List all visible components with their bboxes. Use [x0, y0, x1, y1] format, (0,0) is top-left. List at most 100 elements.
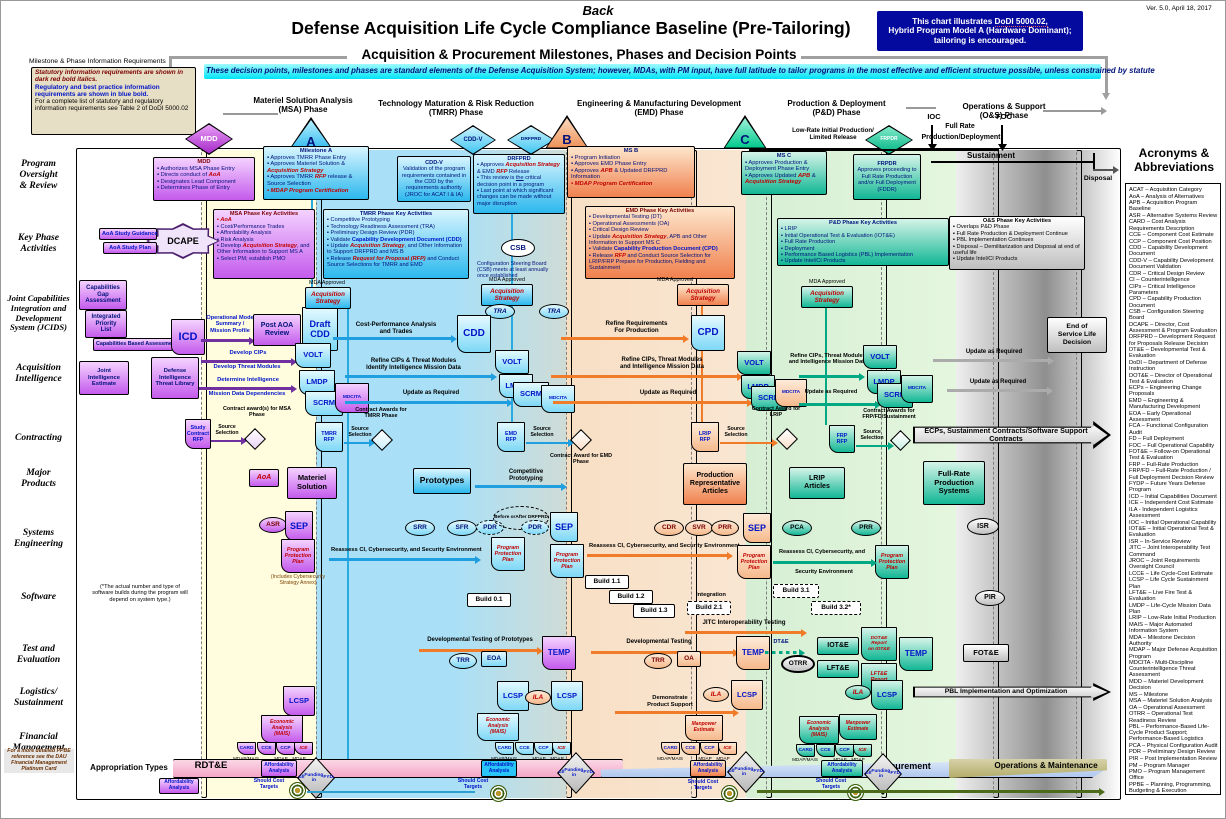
milestone-c-triangle-label: C [723, 115, 767, 149]
tailoring-banner: These decision points, milestones and ph… [204, 64, 1155, 79]
cce-doc: CCE [257, 742, 276, 755]
text-line: List [100, 327, 112, 334]
mdap-label: MDAP [696, 756, 714, 761]
text-line: RFP [323, 437, 335, 443]
back-link[interactable]: Back [573, 3, 623, 19]
text-line: AoA Study Guidance [102, 230, 158, 237]
text-line: Contract [186, 430, 210, 437]
text-line: (MAIS) [274, 730, 290, 737]
reassess-ci-label-text: Reassess CI, Cybersecurity, and [778, 549, 866, 555]
trr-ellipse-text: TRR [651, 657, 665, 665]
text-line: Mission Profile [210, 327, 250, 334]
text-segment: & EMD [477, 168, 497, 175]
mdap-mais-label-text: MDAP/MAIS [491, 756, 517, 761]
phase-title-os: Operations & Support(O&S) Phase [939, 102, 1069, 120]
dcape-burst-label: DCAPE [146, 223, 220, 259]
row-label-software: Software [3, 592, 74, 603]
text-segment: Acquisition Strategy [267, 167, 324, 174]
acronym-entry: FYDP – Future Years Defense Program [1129, 481, 1206, 494]
acronyms-title: Acronyms &Abbreviations [1127, 146, 1221, 174]
integration-label: Integration [689, 592, 733, 599]
source-selection-arrow [211, 440, 241, 443]
mdap-label-text: MDAP [532, 756, 546, 761]
tra-ellipse: TRA [539, 304, 569, 319]
text-segment: , and Other Information to Support DRFPR… [327, 242, 463, 256]
phase-arrow-line [906, 107, 936, 109]
ila-ellipse: ILA [703, 687, 729, 702]
reassess-ci-label-text: Reassess CI, Cybersecurity, and Security… [331, 547, 482, 553]
card-doc: CARD [495, 742, 514, 755]
text-line: ▪ Approves Production & Deployment Phase… [745, 159, 810, 173]
milestone-c-triangle-text: C [740, 132, 750, 148]
text-line: Source [863, 429, 881, 435]
text-line: MS C [776, 153, 792, 159]
asr-ellipse-text: ASR [266, 521, 280, 529]
text-line: Full [295, 775, 305, 781]
csb-note-text: Configuration Steering Board (CSB) meets… [477, 261, 549, 280]
text-line: Analysis [271, 725, 293, 732]
temp-doc: TEMP [899, 637, 933, 671]
text-line: Affordability [827, 761, 857, 768]
text-segment: & [810, 172, 816, 179]
acronym-entry: PM – Program Manager [1129, 762, 1190, 769]
isr-ellipse: ISR [967, 518, 999, 535]
ms-b-box: MS B▪ Program Initiation▪ Approves EMD P… [567, 146, 695, 198]
text-line: Analysis [168, 785, 190, 791]
text-line: Materiel [297, 473, 327, 483]
acronym-entry: OTRR – Operational Test Readiness Review [1129, 711, 1193, 724]
acronym-entry: JROC – Joint Requirements Oversight Coun… [1129, 558, 1200, 571]
text-line: Operations & Support [962, 102, 1046, 111]
text-line: Strategy [494, 295, 520, 302]
text-line: For a complete list of statutory and reg… [35, 98, 189, 113]
acronym-entry: AoA – Analysis of Alternatives [1129, 193, 1204, 200]
text-line: ▪ Full Rate Production & Deployment Cont… [953, 230, 1068, 237]
develop-threat-label-text: Develop Threat Modules [213, 364, 281, 370]
text-line: Funding in [304, 772, 324, 783]
software-note: (*The actual number and type of software… [89, 584, 191, 603]
acronym-entry: LRIP – Low-Rate Initial Production [1129, 615, 1216, 622]
text-line: Build 0.1 [475, 596, 503, 604]
text-segment: ▪ This review is [477, 175, 516, 182]
text-segment: , and Other Information to Support MS A [217, 242, 310, 256]
cdd-doc: CDD [457, 315, 491, 353]
acronym-entry: PBL – Performance-Based Life-Cycle Produ… [1129, 724, 1210, 743]
ccp-doc: CCP [835, 744, 854, 757]
reassess-ci-label2-text: Security Environment [795, 569, 853, 575]
text-line: FYDP [890, 771, 904, 777]
text-line: ▪ Update Intel/CI Products [953, 256, 1018, 263]
pir-ellipse: PIR [975, 590, 1005, 606]
text-line: Milestone A [299, 148, 333, 154]
mdcita-doc-text: MDCITA [907, 386, 927, 392]
cce-doc: CCE [816, 744, 835, 757]
text-line: Engineering & Manufacturing Development [576, 99, 741, 108]
sep-doc: SEP [285, 511, 313, 541]
reassess-ci-arrow [773, 561, 871, 564]
lcsp-doc: LCSP [871, 680, 903, 710]
text-line: Source [218, 424, 236, 430]
sep-doc: SEP [743, 513, 771, 543]
text-line: Intelligence [159, 374, 191, 381]
text-segment: Acquisition Strategy [242, 242, 298, 249]
text-line: tailoring is encouraged. [933, 35, 1027, 45]
should-cost-target [721, 785, 738, 802]
mdcita-doc-text: MDCITA [342, 395, 362, 401]
jitc-label-text: JITC Interoperability Testing [702, 619, 786, 626]
text-line: ▪ Determines Phase of Entry [157, 185, 230, 192]
text-line: Program [286, 546, 310, 553]
acronym-entry: EMD – Engineering & Manufacturing Develo… [1129, 397, 1201, 411]
acronym-entry: ASR – Alternative Systems Review [1129, 212, 1218, 219]
text-line: Program [21, 159, 56, 169]
text-segment: & Updated DRFPRD Information [571, 167, 668, 181]
procurement-label: Procurement [857, 761, 949, 771]
build-1-2-box: Build 1.2 [609, 590, 653, 604]
